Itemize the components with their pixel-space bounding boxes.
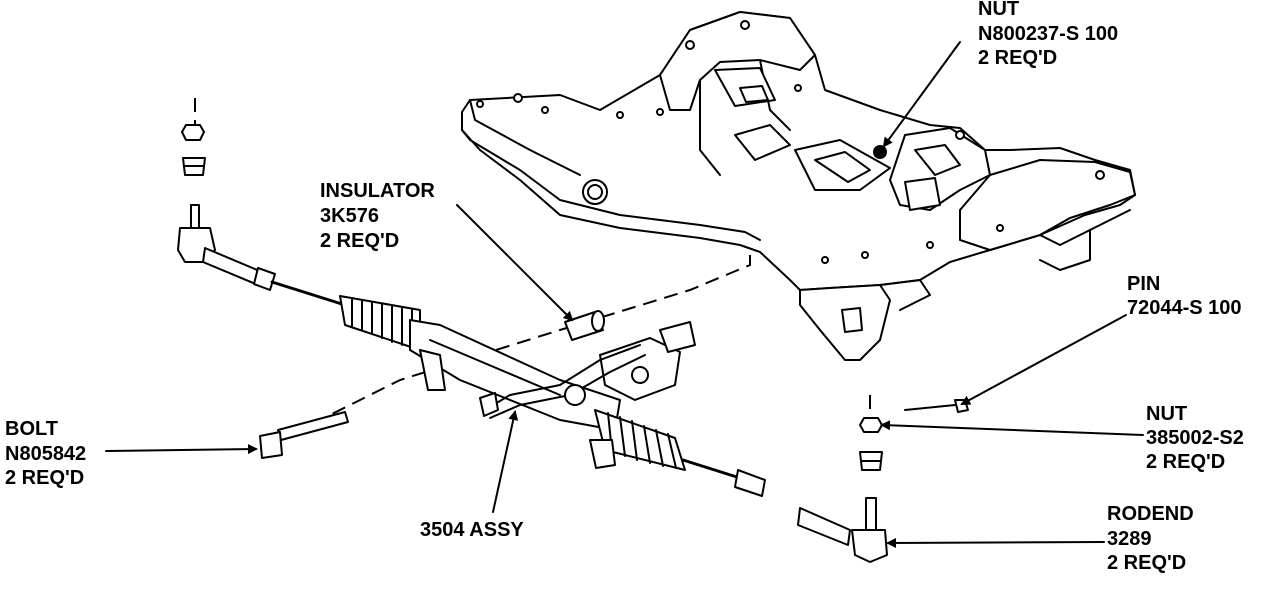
callout-bolt: BOLT N805842 2 REQ'D: [5, 418, 86, 489]
label-text: BOLT: [5, 418, 58, 440]
label-text: 2 REQ'D: [320, 230, 399, 252]
callout-assy: 3504 ASSY: [420, 519, 524, 541]
leader-lines: [105, 41, 1144, 548]
label-text: INSULATOR: [320, 180, 435, 202]
label-text: 385002-S2: [1146, 427, 1244, 449]
label-text: NUT: [978, 0, 1019, 20]
install-lines: [194, 98, 871, 416]
label-text: 3K576: [320, 205, 379, 227]
label-text: N805842: [5, 443, 86, 465]
label-text: 2 REQ'D: [5, 467, 84, 489]
callout-insulator: INSULATOR 3K576 2 REQ'D: [320, 180, 435, 252]
callout-nut-top: NUT N800237-S 100 2 REQ'D: [978, 0, 1118, 69]
label-text: 72044-S 100: [1127, 297, 1242, 319]
label-text: 3289: [1107, 528, 1152, 550]
steering-rack: [202, 247, 766, 497]
callout-nut-right: NUT 385002-S2 2 REQ'D: [1146, 403, 1244, 473]
crossmember: [461, 11, 1136, 361]
label-text: 2 REQ'D: [1146, 451, 1225, 473]
insulator-part: [564, 310, 605, 341]
left-tie-rod-end: [177, 124, 216, 263]
label-text: 3504 ASSY: [420, 519, 524, 541]
label-text: 2 REQ'D: [978, 47, 1057, 69]
bolt-part: [259, 411, 349, 459]
label-text: PIN: [1127, 273, 1160, 295]
callout-pin: PIN 72044-S 100: [1127, 273, 1242, 319]
label-text: 2 REQ'D: [1107, 552, 1186, 574]
right-tie-rod-end: [797, 399, 969, 563]
callout-rodend: RODEND 3289 2 REQ'D: [1107, 503, 1194, 574]
label-text: RODEND: [1107, 503, 1194, 525]
label-text: NUT: [1146, 403, 1187, 425]
label-text: N800237-S 100: [978, 23, 1118, 45]
